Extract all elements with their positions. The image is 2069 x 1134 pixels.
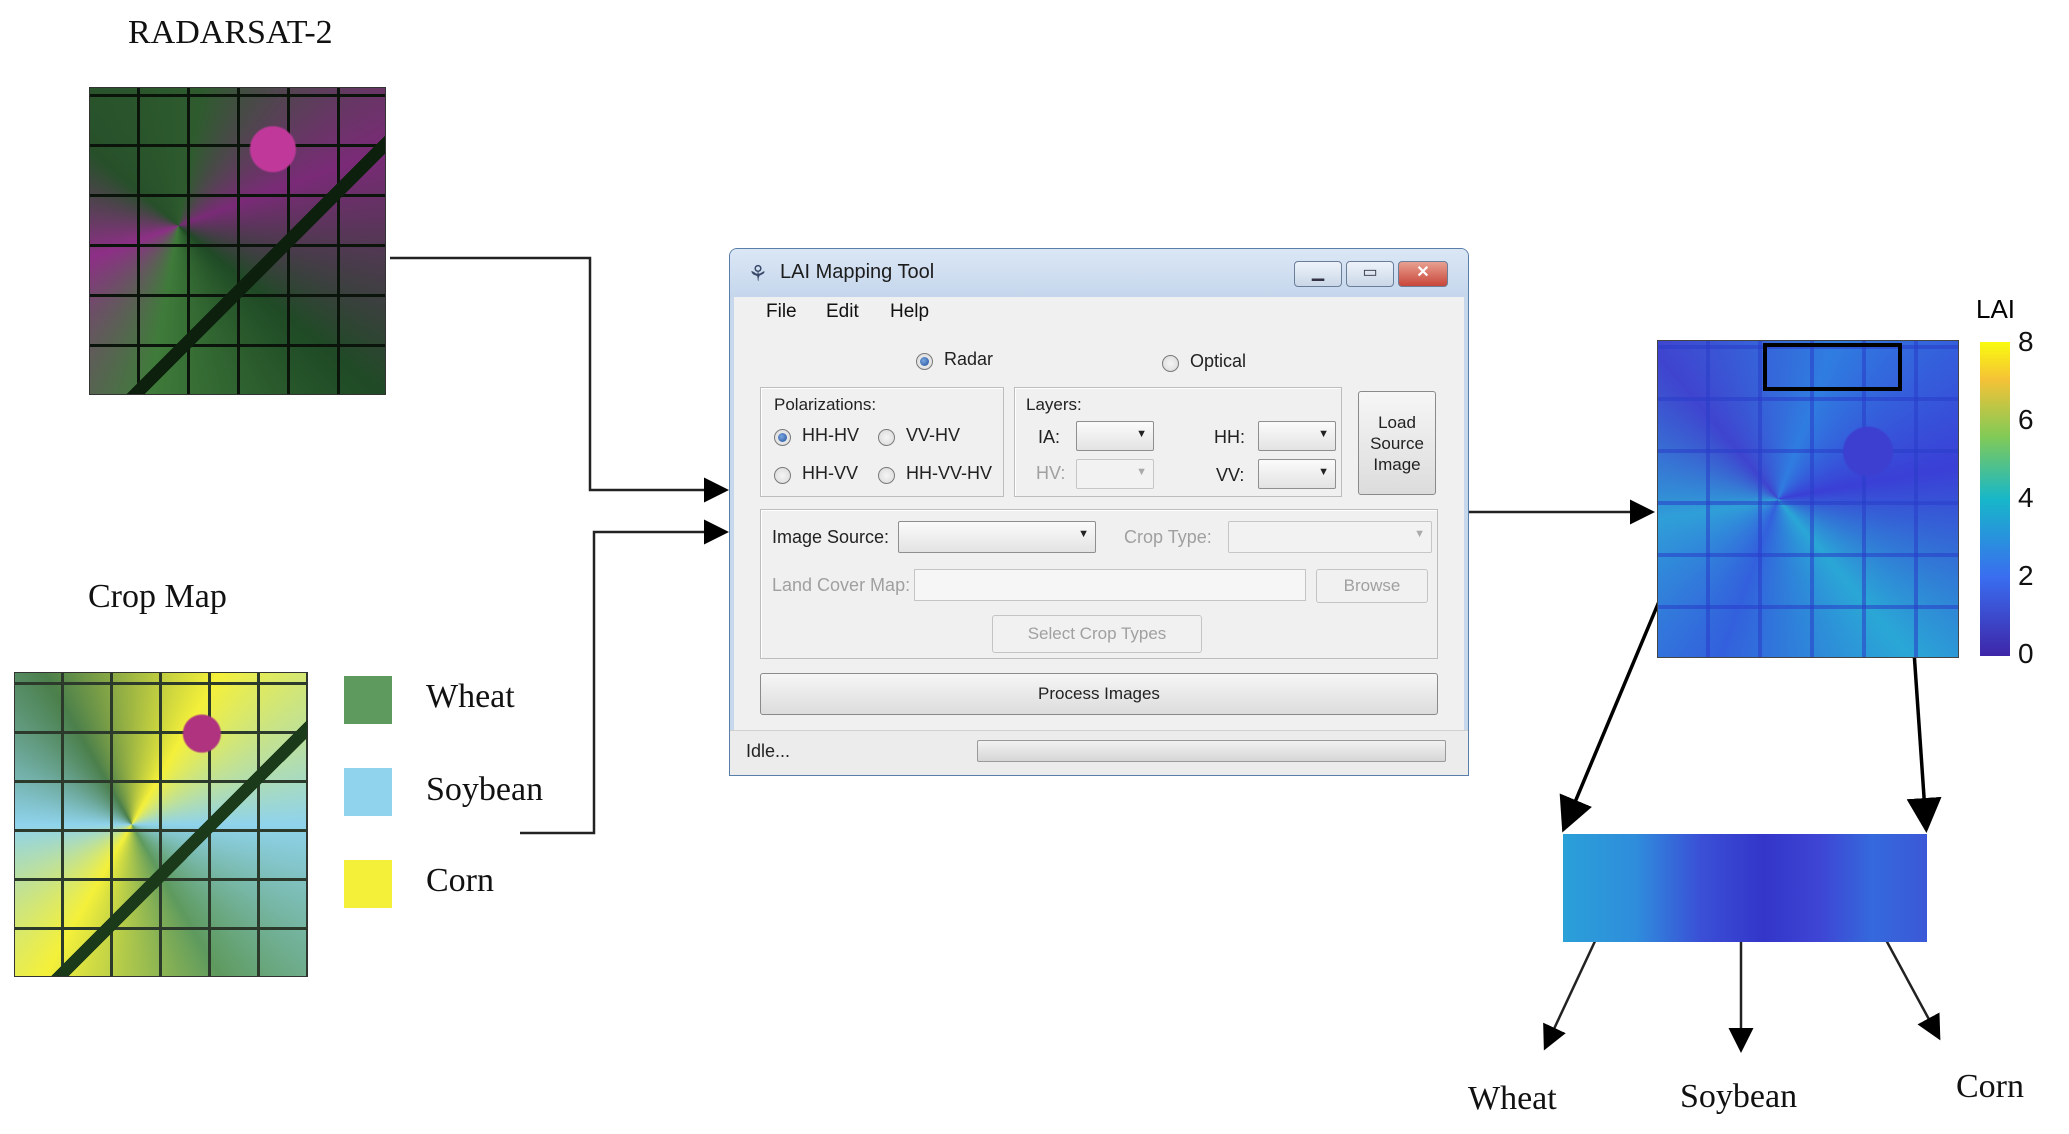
radar-radio[interactable] [916, 353, 933, 370]
lai-map-image [1657, 340, 1959, 658]
output-label-soybean: Soybean [1680, 1078, 1798, 1115]
hh-vv-hv-label: HH-VV-HV [906, 463, 993, 483]
image-source-label: Image Source: [772, 527, 890, 547]
ia-combo[interactable] [1076, 421, 1154, 451]
app-icon: ⚘ [748, 261, 768, 286]
colorbar-tick-2: 2 [2018, 560, 2034, 591]
status-text: Idle... [746, 741, 791, 761]
zoom-region-box [1763, 343, 1902, 391]
hh-label: HH: [1214, 427, 1245, 447]
legend-label-wheat: Wheat [426, 678, 515, 715]
radarsat-image [89, 87, 386, 395]
close-button[interactable]: ✕ [1398, 261, 1448, 287]
output-label-corn: Corn [1956, 1068, 2024, 1105]
progress-bar [977, 740, 1446, 762]
land-cover-map-label: Land Cover Map: [772, 575, 911, 595]
crop-type-label: Crop Type: [1124, 527, 1212, 547]
colorbar-tick-6: 6 [2018, 404, 2034, 435]
legend-label-soybean: Soybean [426, 771, 544, 808]
hh-hv-radio[interactable] [774, 429, 791, 446]
menu-help[interactable]: Help [890, 301, 930, 322]
radar-to-tool-arrow [390, 256, 729, 503]
optical-label: Optical [1190, 351, 1247, 371]
hh-hv-label: HH-HV [802, 425, 859, 445]
hv-label: HV: [1036, 463, 1066, 483]
cropmap-to-tool-arrow [520, 519, 729, 835]
legend-swatch-soybean [344, 768, 392, 816]
layers-label: Layers: [1026, 395, 1082, 414]
hh-vv-label: HH-VV [802, 463, 859, 483]
polarizations-label: Polarizations: [774, 395, 877, 414]
window-title: LAI Mapping Tool [780, 261, 935, 283]
menu-file[interactable]: File [766, 301, 797, 322]
layers-group [1014, 387, 1342, 497]
ia-label: IA: [1038, 427, 1061, 447]
crop-map-title: Crop Map [88, 578, 227, 615]
land-cover-map-field[interactable] [914, 569, 1306, 601]
legend-swatch-wheat [344, 676, 392, 724]
maximize-button[interactable]: ▭ [1346, 261, 1394, 287]
image-source-combo[interactable] [898, 521, 1096, 553]
crop-type-combo[interactable] [1228, 521, 1432, 553]
hh-vv-hv-radio[interactable] [878, 467, 895, 484]
vv-label: VV: [1216, 465, 1245, 485]
vv-combo[interactable] [1258, 459, 1336, 489]
colorbar-tick-8: 8 [2018, 326, 2034, 357]
select-crop-types-button[interactable]: Select Crop Types [992, 615, 1202, 653]
colorbar [1980, 342, 2010, 656]
status-bar: Idle... [730, 730, 1468, 775]
colorbar-title: LAI [1976, 294, 2016, 324]
hh-vv-radio[interactable] [774, 467, 791, 484]
process-images-button[interactable]: Process Images [760, 673, 1438, 715]
menu-edit[interactable]: Edit [826, 301, 859, 322]
crop-map-image [14, 672, 308, 977]
radarsat-title: RADARSAT-2 [128, 14, 333, 51]
vv-hv-label: VV-HV [906, 425, 961, 445]
hh-combo[interactable] [1258, 421, 1336, 451]
lai-mapping-tool-window: ⚘ LAI Mapping Tool ▁ ▭ ✕ File Edit Help … [729, 248, 1469, 776]
legend-label-corn: Corn [426, 862, 494, 899]
browse-button[interactable]: Browse [1316, 569, 1428, 603]
optical-radio[interactable] [1162, 355, 1179, 372]
hv-combo[interactable] [1076, 459, 1154, 489]
lai-zoom-image [1563, 834, 1927, 942]
polarizations-group [760, 387, 1004, 497]
colorbar-tick-4: 4 [2018, 482, 2034, 513]
radar-label: Radar [944, 349, 994, 369]
colorbar-tick-0: 0 [2018, 638, 2034, 669]
output-label-wheat: Wheat [1468, 1080, 1557, 1117]
vv-hv-radio[interactable] [878, 429, 895, 446]
legend-swatch-corn [344, 860, 392, 908]
minimize-button[interactable]: ▁ [1294, 261, 1342, 287]
source-group [760, 509, 1438, 659]
title-bar: ⚘ LAI Mapping Tool ▁ ▭ ✕ [730, 249, 1468, 297]
load-source-image-button[interactable]: Load Source Image [1358, 391, 1436, 495]
